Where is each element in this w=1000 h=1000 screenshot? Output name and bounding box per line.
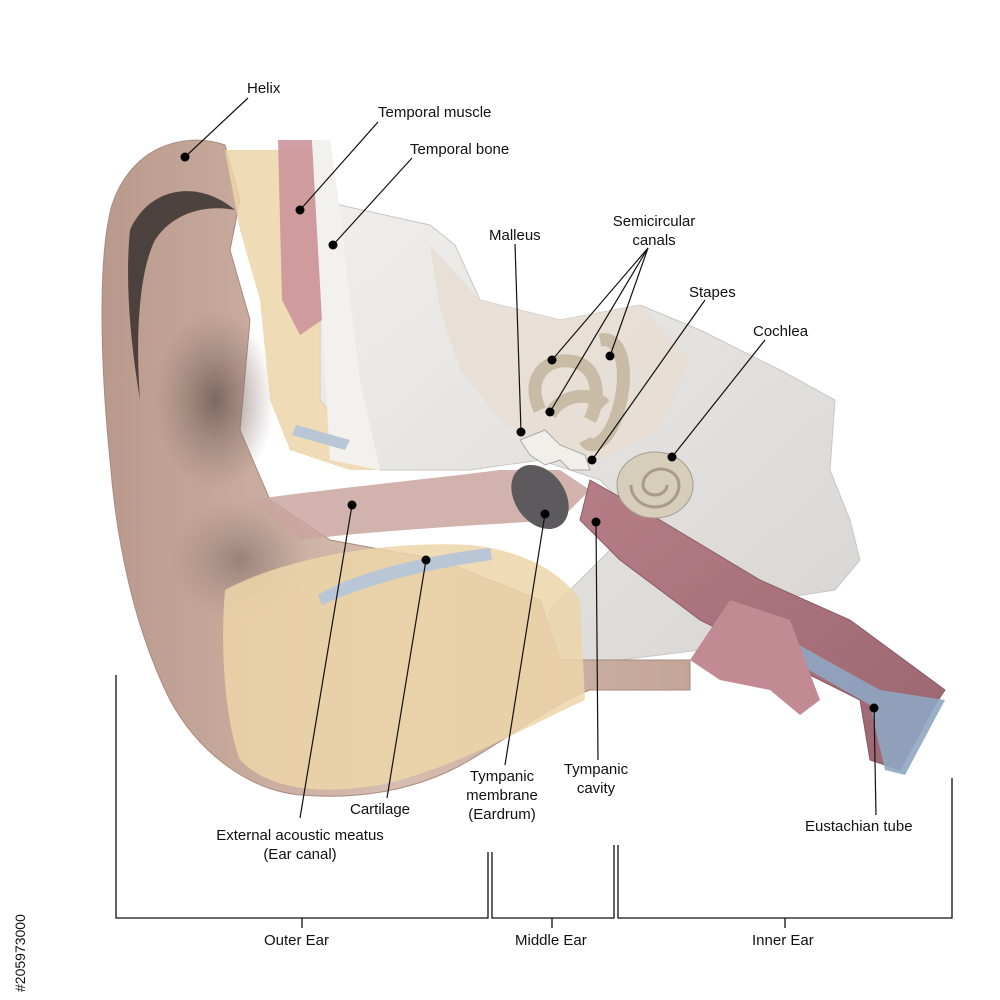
concha-shadow [155,310,275,490]
lower-cartilage [223,544,585,790]
ear-canal [250,470,590,540]
eustachian-tube-blue [790,640,945,775]
section-label-middle-ear: Middle Ear [515,932,587,949]
cochlea-shape [616,451,694,519]
label-semicircular-canals-line1: Semicircular [612,213,696,230]
eardrum [511,464,569,530]
lower-flap [690,600,820,715]
label-cochlea: Cochlea [753,323,809,340]
label-temporal-muscle: Temporal muscle [378,104,492,121]
ossicles [519,429,591,471]
temporal-muscle [278,140,322,335]
leader-dots [180,152,879,713]
label-tympanic-cavity-line1: Tympanic [563,761,629,778]
label-semicircular-canals-line2: canals [632,232,676,249]
label-semicircular-canals: Semicircular canals [602,212,706,250]
label-tympanic-cavity-line2: cavity [576,780,616,797]
label-tympanic-membrane-line2: membrane [466,787,538,804]
stock-watermark-id: #205973000 [12,914,28,992]
label-tympanic-membrane-line3: (Eardrum) [468,806,536,823]
blue-tissue-upper [292,425,350,450]
label-stapes: Stapes [689,284,736,301]
label-cartilage: Cartilage [350,801,411,818]
label-helix: Helix [247,80,281,97]
stock-watermark-text: #205973000 [12,914,28,992]
section-brackets [115,675,953,928]
temporal-bone-section [312,140,380,470]
helix-rim [128,191,235,400]
label-ear-canal: External acoustic meatus (Ear canal) [190,826,410,864]
section-label-inner-ear: Inner Ear [752,932,814,949]
label-tympanic-membrane-line1: Tympanic [469,768,535,785]
label-ear-canal-line1: External acoustic meatus [216,827,384,844]
leader-lines [184,97,877,819]
label-temporal-bone: Temporal bone [410,141,510,158]
label-tympanic-membrane: Tympanic membrane (Eardrum) [446,767,558,824]
label-tympanic-cavity: Tympanic cavity [556,760,636,798]
section-label-outer-ear: Outer Ear [264,932,330,949]
label-eustachian-tube: Eustachian tube [805,818,913,835]
blue-tissue-lower [318,548,492,605]
label-ear-canal-line2: (Ear canal) [263,846,337,863]
label-malleus: Malleus [489,227,541,244]
